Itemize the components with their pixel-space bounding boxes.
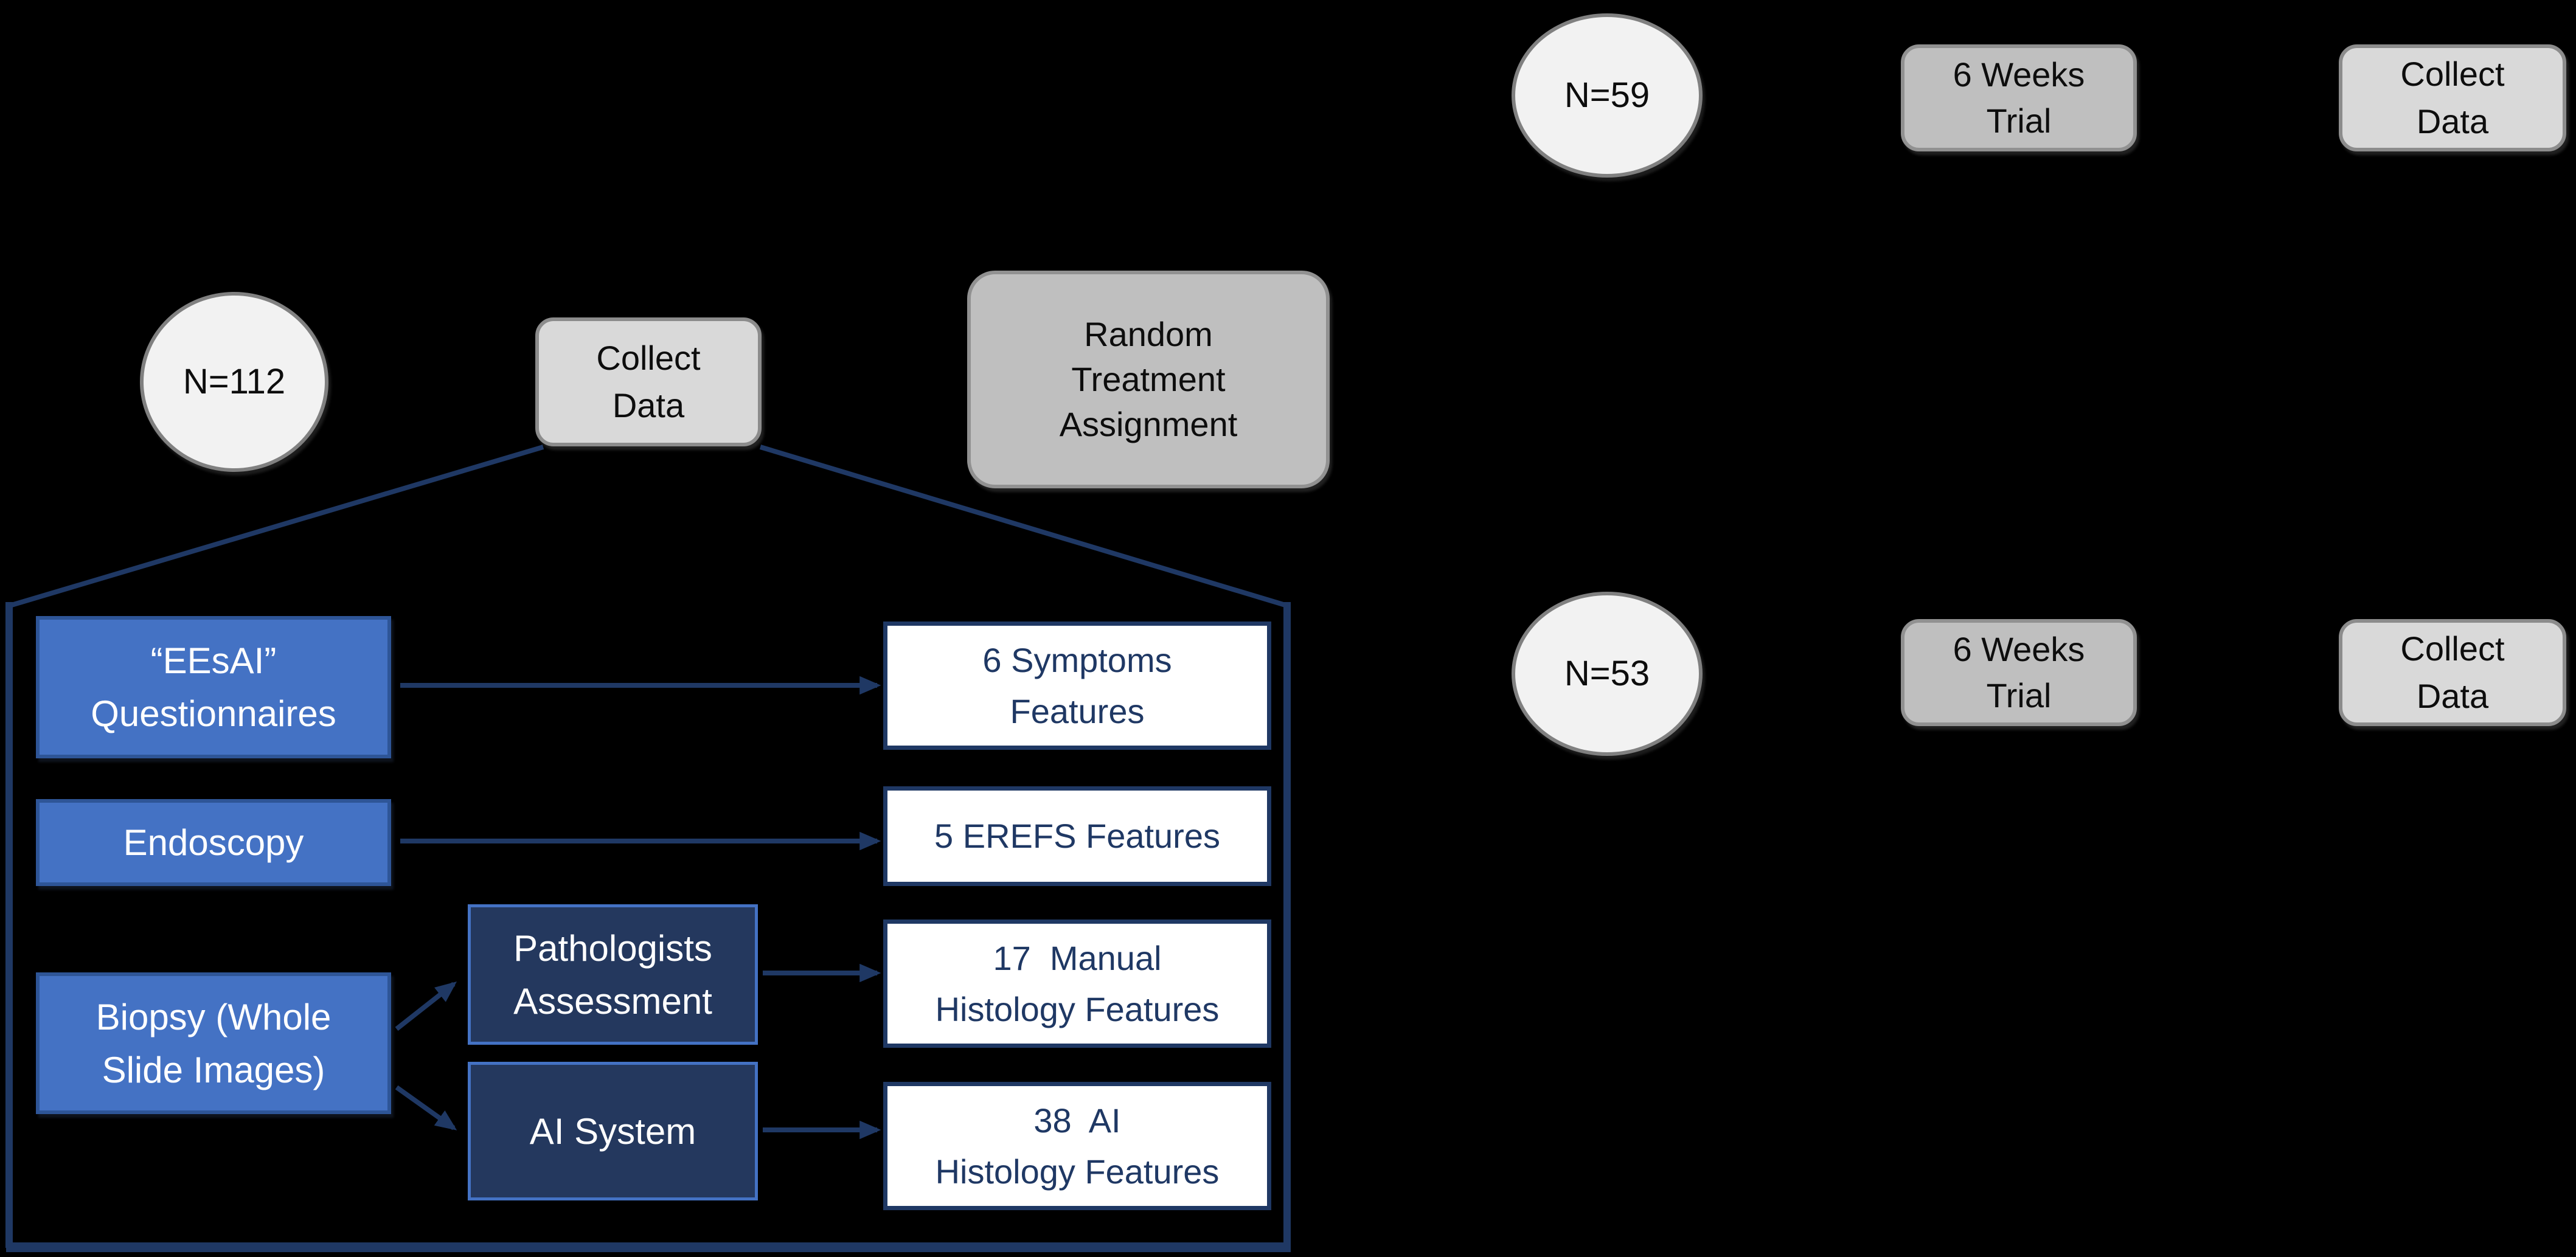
node-trial-bottom: 6 Weeks Trial — [1901, 619, 2137, 726]
node-n53-circle: N=53 — [1512, 592, 1703, 756]
node-trial-bottom-label: 6 Weeks Trial — [1953, 630, 2085, 715]
node-ai-system-label: AI System — [529, 1110, 696, 1152]
node-endoscopy-label: Endoscopy — [123, 822, 304, 863]
node-n53-label: N=53 — [1564, 653, 1650, 693]
funnel-line-right — [759, 445, 1286, 608]
node-collect-data-top-label: Collect Data — [2400, 54, 2505, 140]
node-random-treatment-assignment-label: Random Treatment Assignment — [1059, 315, 1238, 443]
node-ai-histology-features-label: 38 AI Histology Features — [935, 1101, 1220, 1191]
node-trial-top: 6 Weeks Trial — [1901, 44, 2137, 151]
node-endoscopy: Endoscopy — [36, 799, 391, 886]
node-pathologists-assessment-label: Pathologists Assessment — [513, 927, 712, 1022]
node-collect-data-bottom: Collect Data — [2339, 619, 2566, 726]
node-n112-label: N=112 — [182, 361, 286, 401]
node-pathologists-assessment: Pathologists Assessment — [468, 904, 758, 1045]
node-trial-top-label: 6 Weeks Trial — [1953, 55, 2085, 140]
node-eesai-questionnaires: “EEsAI” Questionnaires — [36, 616, 391, 758]
node-collect-data-mid: Collect Data — [535, 317, 762, 446]
node-n112-circle: N=112 — [140, 292, 328, 472]
node-ai-system: AI System — [468, 1062, 758, 1200]
node-biopsy: Biopsy (Whole Slide Images) — [36, 972, 391, 1114]
node-collect-data-bottom-label: Collect Data — [2400, 629, 2505, 715]
node-symptoms-features-label: 6 Symptoms Features — [982, 640, 1172, 730]
node-n59-label: N=59 — [1564, 75, 1650, 115]
node-biopsy-label: Biopsy (Whole Slide Images) — [95, 996, 332, 1090]
node-manual-histology-features: 17 Manual Histology Features — [883, 919, 1271, 1048]
node-erefs-features-label: 5 EREFS Features — [934, 817, 1220, 855]
node-random-treatment-assignment: Random Treatment Assignment — [967, 271, 1330, 488]
node-erefs-features: 5 EREFS Features — [883, 786, 1271, 886]
funnel-line-left — [10, 445, 544, 608]
arrow-biopsy-to-pathologists — [395, 982, 457, 1031]
node-ai-histology-features: 38 AI Histology Features — [883, 1082, 1271, 1210]
node-n59-circle: N=59 — [1512, 13, 1703, 178]
node-manual-histology-features-label: 17 Manual Histology Features — [935, 938, 1220, 1028]
arrow-biopsy-to-ai-system — [395, 1085, 457, 1131]
node-eesai-questionnaires-label: “EEsAI” Questionnaires — [91, 640, 336, 734]
node-collect-data-top: Collect Data — [2339, 44, 2566, 151]
node-symptoms-features: 6 Symptoms Features — [883, 622, 1271, 750]
node-collect-data-mid-label: Collect Data — [596, 338, 701, 424]
